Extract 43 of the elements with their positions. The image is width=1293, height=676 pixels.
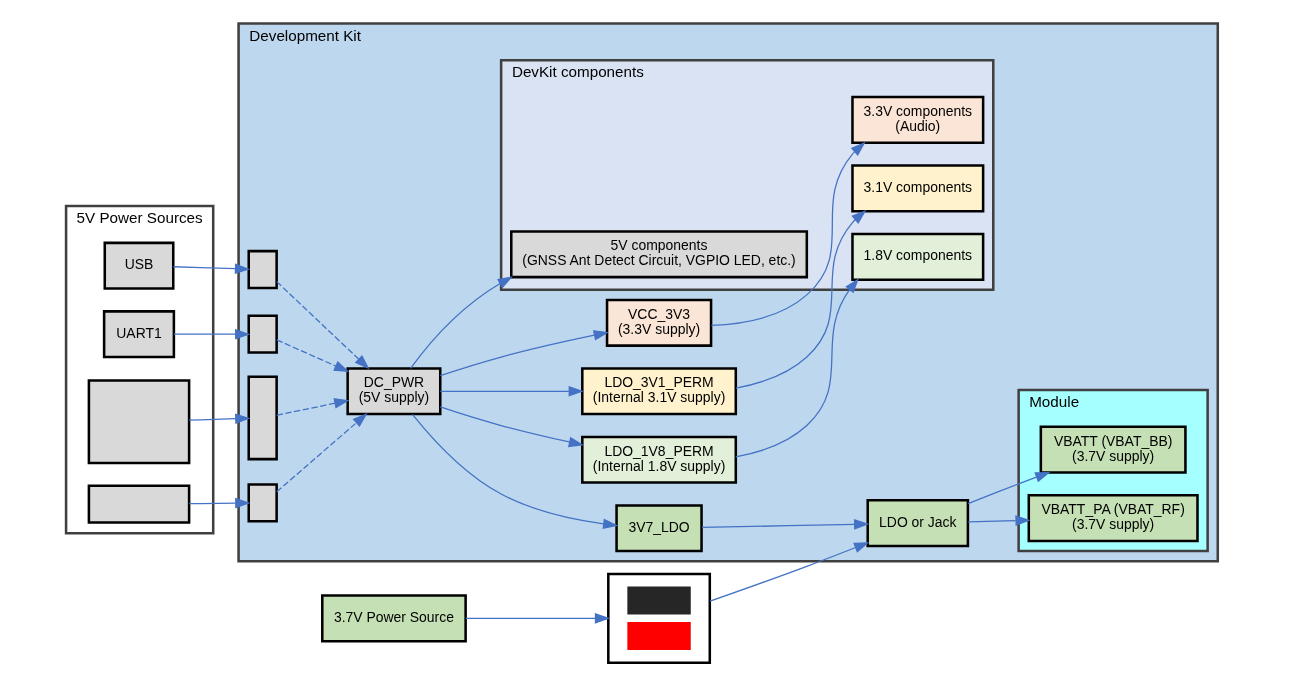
arrow xyxy=(188,413,250,425)
node-box xyxy=(246,483,278,523)
node-box: UART1 xyxy=(102,310,175,359)
node-box: LDO or Jack xyxy=(865,499,969,548)
arrow xyxy=(700,519,869,530)
arrow xyxy=(734,278,859,458)
node-box: 3.3V components (Audio) xyxy=(850,95,984,144)
node-box xyxy=(246,375,278,461)
node-box: VBATT (VBAT_BB) (3.7V supply) xyxy=(1039,425,1187,474)
arrow xyxy=(710,141,866,327)
arrow xyxy=(172,263,250,274)
node-box: 3.1V components xyxy=(850,164,984,213)
arrow xyxy=(464,613,610,624)
arrow xyxy=(188,497,250,509)
node-box: VCC_3V3 (3.3V supply) xyxy=(605,298,712,347)
node-box xyxy=(246,249,278,290)
node-box xyxy=(246,314,278,354)
arrow xyxy=(275,398,349,416)
arrow xyxy=(734,209,866,389)
node-box: 3V7_LDO xyxy=(614,504,703,553)
arrow xyxy=(172,328,250,340)
node-box: LDO_3V1_PERM (Internal 3.1V supply) xyxy=(580,367,737,416)
node-box xyxy=(87,484,190,524)
node-box xyxy=(87,379,190,465)
node-box: LDO_1V8_PERM (Internal 1.8V supply) xyxy=(580,435,737,484)
arrow xyxy=(275,281,369,370)
arrow xyxy=(409,276,513,369)
node-box: 3.7V Power Source xyxy=(320,594,467,643)
node-box: DC_PWR (5V supply) xyxy=(345,367,441,416)
arrow xyxy=(439,406,584,448)
node-box: 1.8V components xyxy=(850,232,984,281)
arrow xyxy=(708,542,869,602)
arrow xyxy=(411,413,618,530)
arrow xyxy=(967,515,1031,526)
arrow xyxy=(439,330,609,377)
node-box xyxy=(606,572,711,664)
arrow xyxy=(439,385,584,397)
node-box: USB xyxy=(103,241,174,290)
arrow xyxy=(275,339,349,372)
node-box: 5V components (GNSS Ant Detect Circuit, VGPIO LED, etc.) xyxy=(509,230,808,279)
arrow xyxy=(275,413,368,493)
arrow xyxy=(966,471,1050,505)
node-box: VBATT_PA (VBAT_RF) (3.7V supply) xyxy=(1027,494,1199,543)
